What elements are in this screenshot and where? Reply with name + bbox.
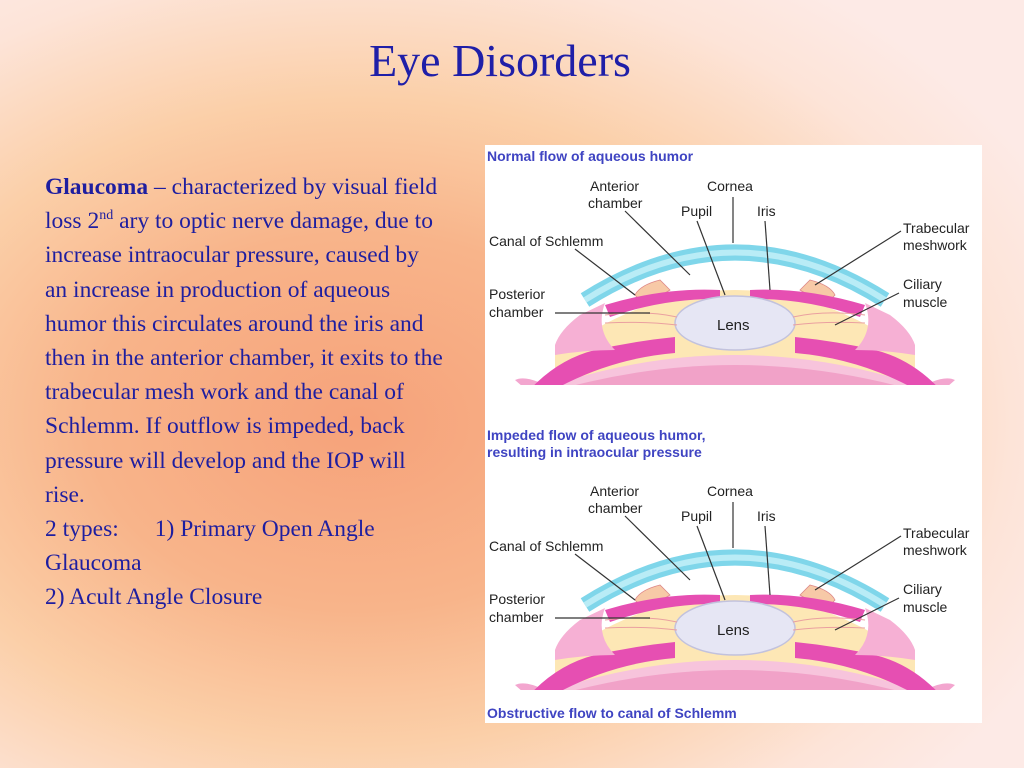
types-label: 2 types: <box>45 516 119 543</box>
middle-caption-1: Impeded flow of aqueous humor, <box>487 427 706 443</box>
pupil-label: Pupil <box>681 203 712 219</box>
trabecular-label: Trabecular <box>903 220 970 236</box>
slide-title: Eye Disorders <box>369 35 631 86</box>
glaucoma-term: Glaucoma <box>45 174 149 200</box>
canal-label: Canal of Schlemm <box>489 233 603 249</box>
anterior-label-b2: chamber <box>588 500 643 516</box>
ciliary-label-2: muscle <box>903 294 948 310</box>
trabecular-label-2: meshwork <box>903 237 968 253</box>
top-caption: Normal flow of aqueous humor <box>487 148 694 164</box>
ciliary-label-b2: muscle <box>903 599 948 615</box>
type-2: 2) Acult Angle Closure <box>45 584 263 611</box>
impeded-flow-diagram: Lens Anterior chamber Cornea Pupil Iris … <box>489 483 970 720</box>
lens-label: Lens <box>717 317 750 334</box>
trabecular-label-b2: meshwork <box>903 542 968 558</box>
posterior-label-b2: chamber <box>489 609 544 625</box>
trabecular-label-b: Trabecular <box>903 525 970 541</box>
cornea-label: Cornea <box>707 178 753 194</box>
iris-label: Iris <box>757 203 776 219</box>
lens-label-2: Lens <box>717 622 750 639</box>
posterior-label-2: chamber <box>489 304 544 320</box>
description-rest: ary to optic nerve damage, due to increa… <box>45 208 443 508</box>
posterior-label-b: Posterior <box>489 591 545 607</box>
type-1: 1) Primary Open Angle Glaucoma <box>45 516 375 577</box>
anterior-label-2: chamber <box>588 195 643 211</box>
canal-label-b: Canal of Schlemm <box>489 538 603 554</box>
bottom-caption: Obstructive flow to canal of Schlemm <box>487 705 737 721</box>
pupil-label-b: Pupil <box>681 508 712 524</box>
ciliary-label-b: Ciliary <box>903 581 942 597</box>
normal-flow-diagram: Lens Anterior chamber Cornea Pupil Iris … <box>489 178 970 415</box>
anterior-label-b: Anterior <box>590 483 639 499</box>
cornea-label-b: Cornea <box>707 483 753 499</box>
ciliary-label: Ciliary <box>903 276 942 292</box>
iris-label-b: Iris <box>757 508 776 524</box>
aqueous-humor-figure: Normal flow of aqueous humor Lens Anteri… <box>485 145 982 723</box>
description-intro: – characterized by visual field loss 2 <box>45 174 438 235</box>
glaucoma-description: Glaucoma – characterized by visual field… <box>45 170 445 615</box>
ordinal-superscript: nd <box>99 208 114 224</box>
anterior-label: Anterior <box>590 178 639 194</box>
middle-caption-2: resulting in intraocular pressure <box>487 444 702 460</box>
posterior-label: Posterior <box>489 286 545 302</box>
